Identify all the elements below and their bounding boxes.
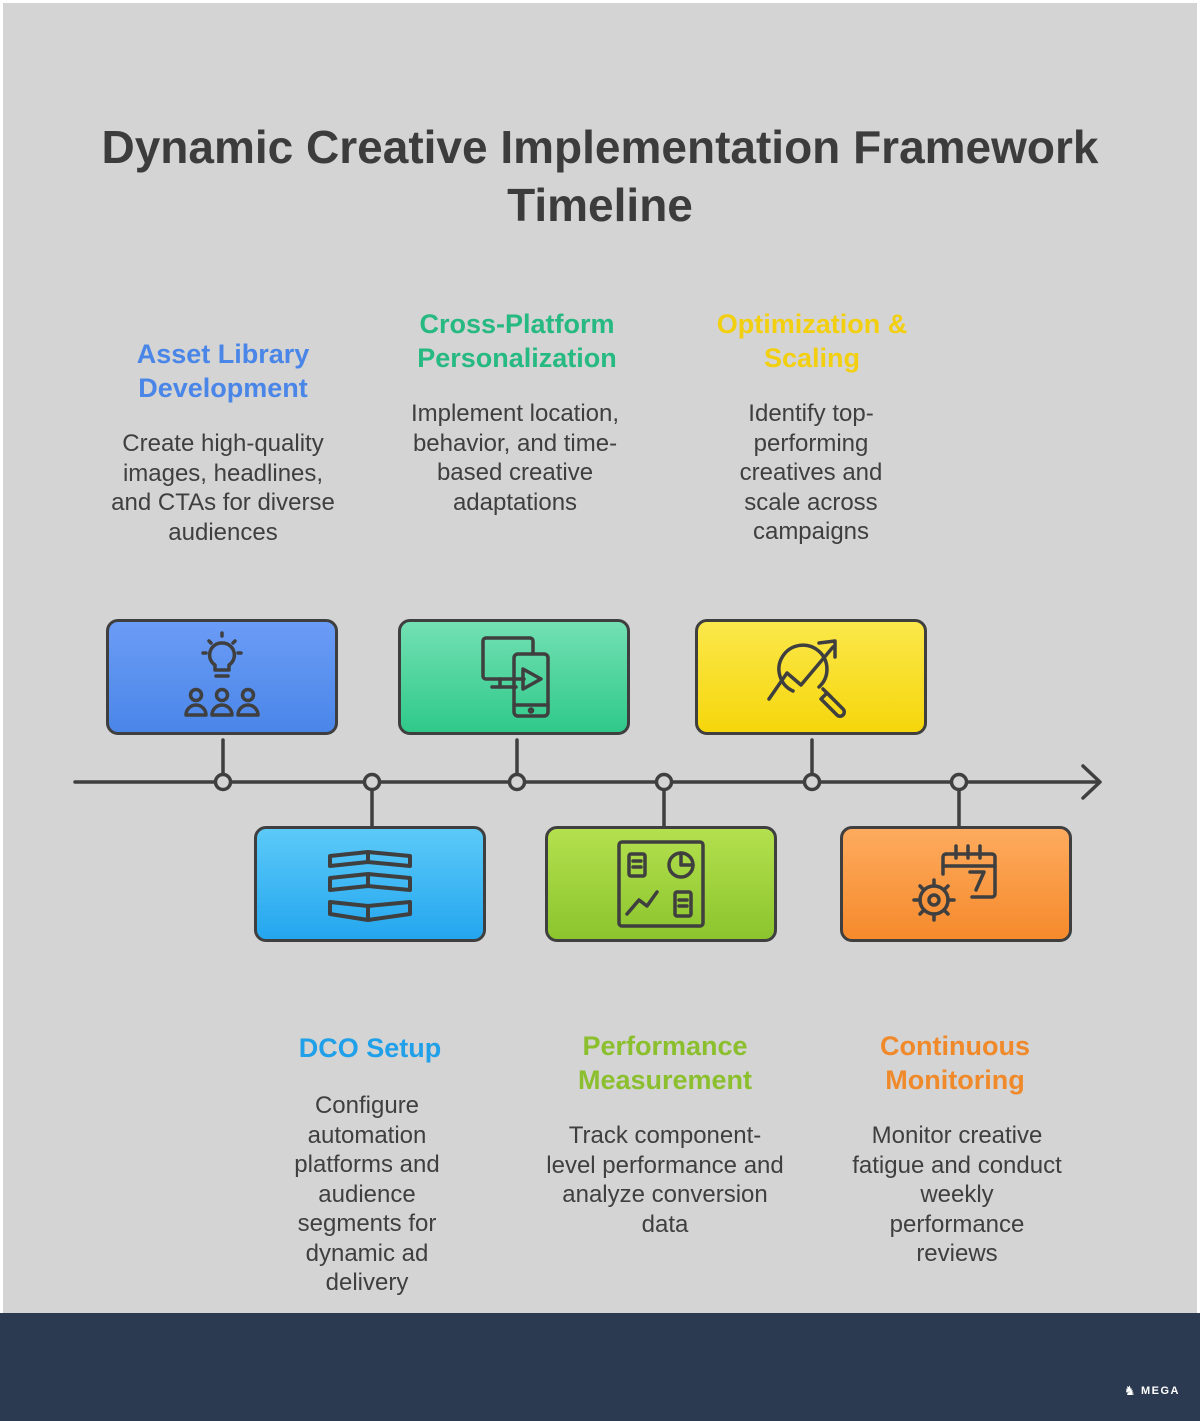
step-2-description: Configure automation platforms and audie… (294, 1092, 440, 1296)
step-3-card (398, 619, 630, 735)
step-6-card (840, 826, 1072, 942)
lightbulb-audience-icon (184, 631, 260, 717)
page-title: Dynamic Creative Implementation Framewor… (101, 121, 1099, 231)
horse-logo-icon: ♞ (1123, 1383, 1137, 1398)
step-3-label: Cross-Platform Personalization (417, 309, 617, 373)
timeline-axis (73, 738, 1102, 828)
footer-bar: ♞ MEGA (0, 1313, 1200, 1421)
step-6-label: Continuous Monitoring (880, 1031, 1030, 1095)
step-1-card (106, 619, 338, 735)
step-1-label: Asset Library Development (136, 339, 310, 403)
calendar-gear-icon (912, 844, 997, 922)
brand-logo[interactable]: ♞ MEGA (1124, 1383, 1180, 1399)
step-5-card (695, 619, 927, 735)
step-3-description: Implement location, behavior, and time-b… (410, 400, 620, 516)
trend-magnifier-icon (767, 639, 846, 718)
multi-device-icon (481, 636, 550, 718)
step-5-description: Identify top-performing creatives and sc… (739, 400, 883, 545)
timeline-node-4 (654, 772, 674, 792)
step-4-description: Track component-level performance and an… (546, 1122, 784, 1238)
step-6-description: Monitor creative fatigue and conduct wee… (852, 1122, 1062, 1267)
timeline-node-2 (362, 772, 382, 792)
step-2-label: DCO Setup (298, 1033, 442, 1063)
timeline-node-1 (213, 772, 233, 792)
step-2-card (254, 826, 486, 942)
step-1-description: Create high-quality images, headlines, a… (111, 430, 335, 546)
timeline-node-3 (507, 772, 527, 792)
step-5-label: Optimization & Scaling (716, 309, 908, 373)
step-4-label: Performance Measurement (577, 1031, 753, 1095)
timeline-node-6 (949, 772, 969, 792)
step-4-card (545, 826, 777, 942)
timeline-node-5 (802, 772, 822, 792)
dashboard-icon (617, 840, 705, 928)
brand-name: MEGA (1141, 1385, 1180, 1397)
stacked-layers-icon (328, 850, 412, 922)
timeline-arrowhead (1081, 764, 1102, 800)
